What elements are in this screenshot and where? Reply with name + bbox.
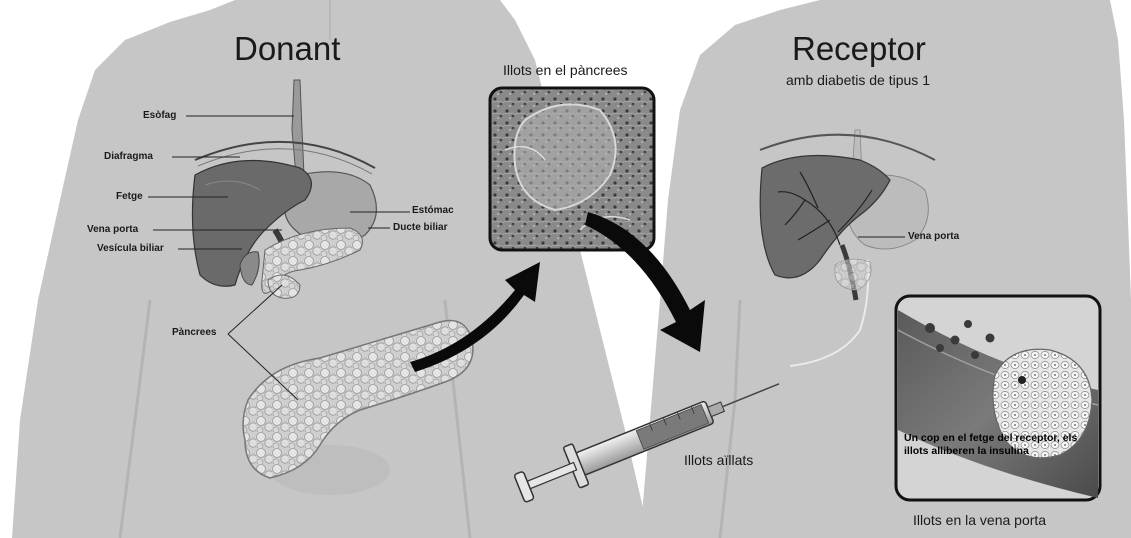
label-recipient-portal-vein: Vena porta: [908, 231, 959, 242]
isolated-islets-label: Illots aïllats: [684, 452, 753, 468]
label-esophagus: Esòfag: [143, 110, 176, 121]
label-bile-duct: Ducte biliar: [393, 222, 447, 233]
donor-title: Donant: [234, 30, 340, 68]
label-gallbladder: Vesícula biliar: [97, 243, 164, 254]
label-portal-vein: Vena porta: [87, 224, 138, 235]
micrograph-title: Illots en el pàncrees: [503, 62, 628, 78]
vein-inset-title: Illots en la vena porta: [913, 512, 1046, 528]
portal-vein-inset: [896, 296, 1100, 500]
islets-micrograph: [490, 88, 654, 250]
label-liver: Fetge: [116, 191, 143, 202]
label-pancreas: Pàncrees: [172, 327, 216, 338]
recipient-title: Receptor: [792, 30, 926, 68]
label-diaphragm: Diafragma: [104, 151, 153, 162]
recipient-subtitle: amb diabetis de tipus 1: [786, 72, 930, 88]
label-stomach: Estómac: [412, 205, 454, 216]
insulin-release-note: Un cop en el fetge del receptor, els ill…: [904, 432, 1084, 458]
